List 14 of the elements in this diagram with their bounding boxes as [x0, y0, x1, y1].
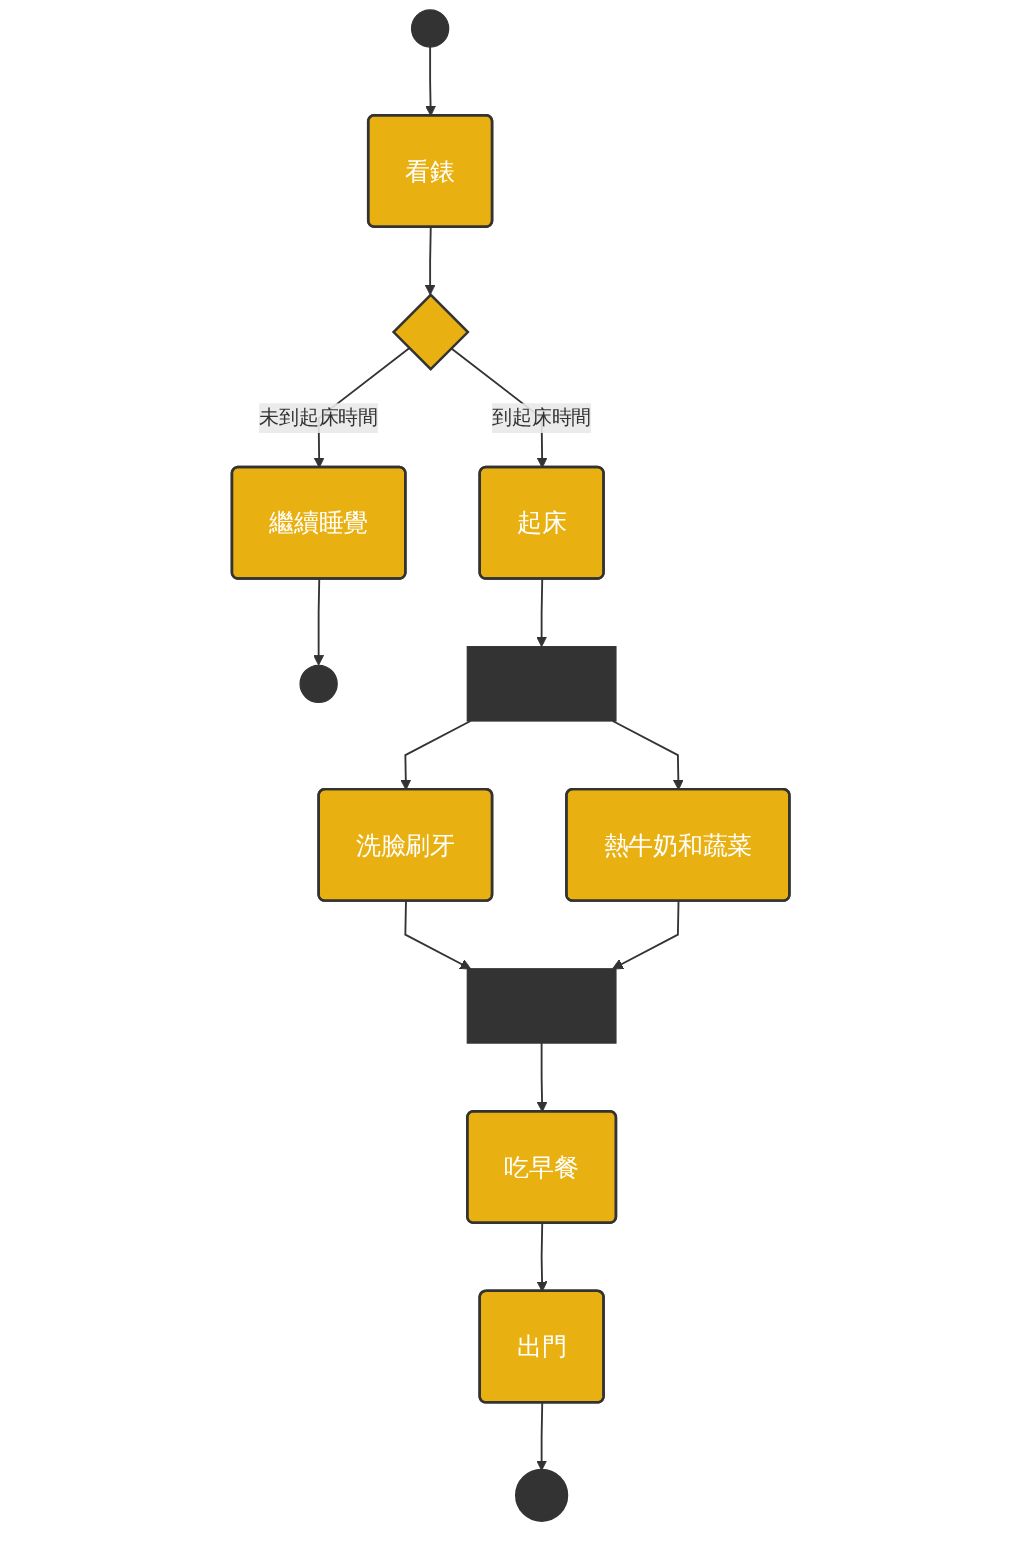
node-bullseye: [514, 1468, 569, 1522]
arrow: [536, 578, 547, 648]
node-bar: [466, 968, 617, 1044]
arrow: [424, 226, 436, 296]
edge-label: 未到起床時間: [259, 405, 378, 430]
arrow: [536, 1402, 547, 1471]
arrow: [404, 900, 471, 970]
arrow: [313, 578, 324, 666]
edge-label: 到起床時間: [491, 405, 592, 430]
node-circle: [410, 9, 450, 48]
arrow: [612, 900, 680, 970]
node-circle: [299, 664, 338, 704]
node-bar: [466, 646, 617, 722]
node-diamond: [391, 293, 470, 371]
